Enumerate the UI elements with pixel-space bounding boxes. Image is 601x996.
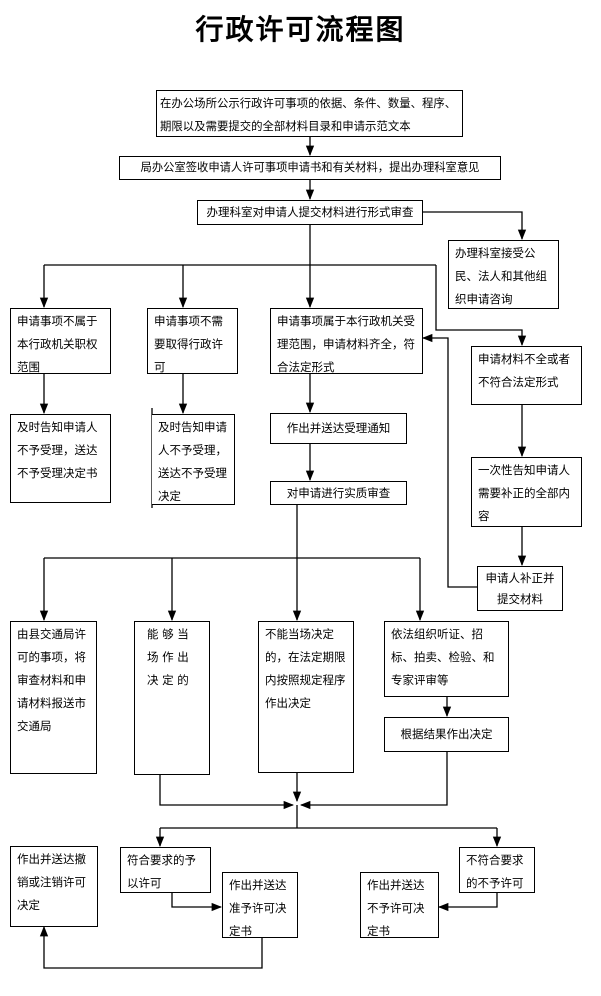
node-revoke: 作出并送达撤销或注销许可决定 [10,846,98,927]
node-grant-decision: 作出并送达准予许可决定书 [222,872,298,938]
node-incomplete: 申请材料不全或者不符合法定形式 [471,346,582,405]
node-accept-notice: 作出并送达受理通知 [270,413,407,444]
arrow-decide-merge [299,752,448,810]
node-statutory-period: 不能当场决定的，在法定期限内按照规定程序作出决定 [258,621,354,773]
node-substantive-review: 对申请进行实质审查 [270,481,407,505]
arrow-unqualified-deny [437,893,498,912]
node-reject-notice-1: 及时告知申请人不予受理，送达不予受理决定书 [10,414,111,503]
node-decide-by-result: 根据结果作出决定 [384,717,509,752]
node-county-city: 由县交通局许可的事项，将审查材料和申请材料报送市交通局 [10,621,97,774]
node-publicize: 在办公场所公示行政许可事项的依据、条件、数量、程序、期限以及需要提交的全部材料目… [156,90,463,137]
node-receive: 局办公室签收申请人许可事项申请书和有关材料，提出办理科室意见 [119,156,501,180]
node-deny-decision: 作出并送达不予许可决定书 [360,872,439,938]
node-no-license-needed: 申请事项不需要取得行政许可 [147,308,238,374]
node-formal-review: 办理科室对申请人提交材料进行形式审查 [197,200,423,225]
node-one-time-notice: 一次性告知申请人需要补正的全部内容 [471,457,582,527]
arrow-supplement-back [421,333,477,588]
node-qualified: 符合要求的予以许可 [120,847,211,893]
node-reject-notice-2: 及时告知申请人不予受理，送达不予受理决定 [152,414,235,505]
arrow-qualified-grant [171,893,223,912]
arrow-review-consult [423,211,527,241]
node-unqualified: 不符合要求的不予许可 [459,847,535,893]
node-supplement: 申请人补正并提交材料 [477,566,563,611]
node-in-scope: 申请事项属于本行政机关受理范围，申请材料齐全，符合法定形式 [270,308,423,374]
arrow-to-incomplete [435,265,527,347]
node-on-spot: 能 够 当 场 作 出 决 定 的 [134,621,210,775]
node-consult: 办理科室接受公民、法人和其他组织申请咨询 [448,240,559,309]
node-hearing: 依法组织听证、招标、拍卖、检验、和专家评审等 [384,621,509,697]
page-title: 行政许可流程图 [195,13,406,46]
node-not-in-scope: 申请事项不属于本行政机关职权范围 [10,308,111,374]
arrow-onspot-merge [159,775,295,810]
arrow-grant-revoke [39,925,263,969]
